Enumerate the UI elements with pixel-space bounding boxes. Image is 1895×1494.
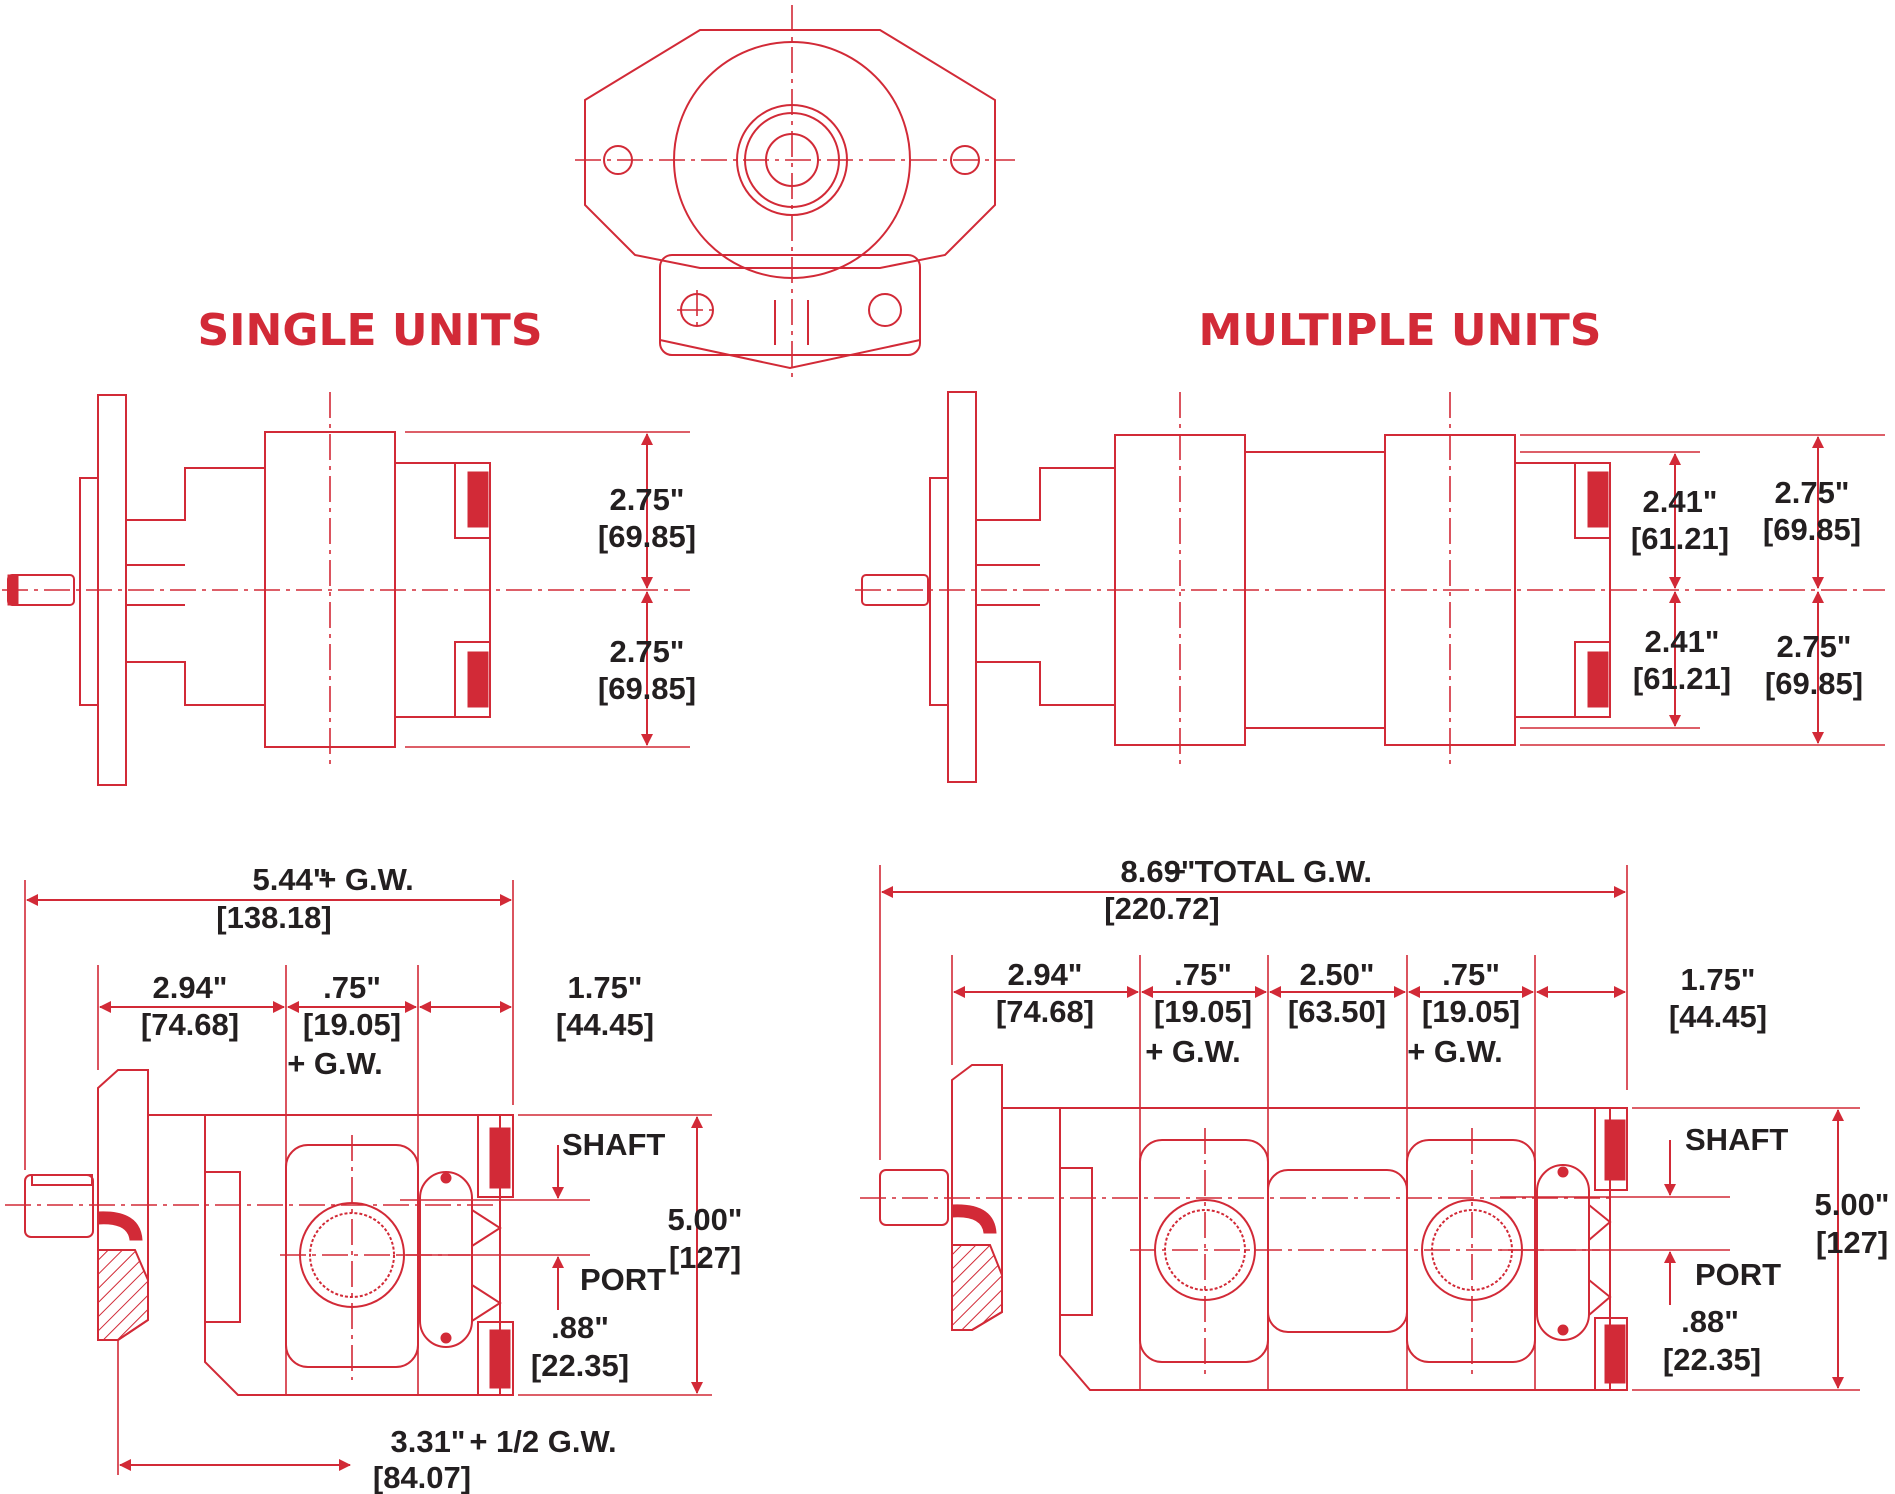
svg-text:[63.50]: [63.50] [1288, 994, 1386, 1029]
single-side-plug-lower [467, 651, 489, 708]
svg-text:[61.21]: [61.21] [1633, 661, 1731, 696]
svg-text:[19.05]: [19.05] [1154, 994, 1252, 1029]
svg-text:5.00": 5.00" [667, 1202, 742, 1237]
multiple-top-flange-section [951, 1244, 1003, 1331]
svg-text:[127]: [127] [669, 1240, 741, 1275]
svg-text:2.41": 2.41" [1642, 484, 1717, 519]
multiple-top-body [1002, 1107, 1611, 1391]
front-view-bolt-hole-lower-right [868, 293, 902, 327]
svg-text:[69.85]: [69.85] [1763, 512, 1861, 547]
svg-text:2.50": 2.50" [1299, 957, 1374, 992]
svg-text:+ G.W.: + G.W. [318, 862, 414, 897]
single-side-view: 2.75" [69.85] 2.75" [69.85] [2, 392, 696, 786]
svg-text:PORT: PORT [580, 1262, 666, 1297]
multiple-side-flange [947, 391, 977, 783]
front-view [575, 5, 1015, 378]
svg-text:1.75": 1.75" [567, 970, 642, 1005]
svg-text:+ 1/2 G.W.: + 1/2 G.W. [469, 1424, 616, 1459]
svg-text:[61.21]: [61.21] [1631, 521, 1729, 556]
single-side-neck [125, 465, 266, 706]
multiple-side-cover [1514, 462, 1611, 718]
svg-text:+ G.W.: + G.W. [1145, 1034, 1241, 1069]
svg-text:2.75": 2.75" [609, 634, 684, 669]
multiple-top-plug-lower [1604, 1324, 1626, 1384]
svg-text:2.75": 2.75" [1774, 475, 1849, 510]
single-top-view: 5.44" + G.W. [138.18] 2.94" [74.68] .75"… [5, 862, 743, 1494]
multiple-side-neck [975, 465, 1116, 706]
front-view-base [659, 254, 921, 356]
svg-text:[22.35]: [22.35] [531, 1348, 629, 1383]
svg-text:+ G.W.: + G.W. [1407, 1034, 1503, 1069]
svg-text:.75": .75" [323, 970, 381, 1005]
svg-text:3.31": 3.31" [390, 1424, 465, 1459]
svg-text:5.44": 5.44" [252, 862, 327, 897]
svg-text:+ G.W.: + G.W. [287, 1046, 383, 1081]
svg-text:[127]: [127] [1816, 1225, 1888, 1260]
svg-text:[44.45]: [44.45] [556, 1007, 654, 1042]
svg-text:.88": .88" [1681, 1304, 1739, 1339]
svg-text:1.75": 1.75" [1680, 962, 1755, 997]
single-top-plug-upper [489, 1127, 511, 1189]
svg-text:[74.68]: [74.68] [996, 994, 1094, 1029]
svg-text:+ TOTAL G.W.: + TOTAL G.W. [1168, 854, 1372, 889]
front-view-flange [584, 29, 996, 269]
front-view-base-bottom [659, 339, 921, 370]
svg-text:2.75": 2.75" [1776, 629, 1851, 664]
svg-text:2.94": 2.94" [152, 970, 227, 1005]
svg-text:SHAFT: SHAFT [562, 1127, 665, 1162]
single-top-port-slot [419, 1171, 473, 1348]
svg-text:PORT: PORT [1695, 1257, 1781, 1292]
multiple-top-plug-upper [1604, 1119, 1626, 1181]
multiple-top-port-block-1 [1139, 1139, 1269, 1363]
multiple-top-port-slot [1536, 1164, 1590, 1341]
svg-text:5.00": 5.00" [1814, 1187, 1889, 1222]
single-top-plug-lower [489, 1329, 511, 1389]
multiple-side-plug-upper [1587, 471, 1609, 528]
svg-text:[220.72]: [220.72] [1104, 891, 1219, 926]
multiple-top-port-block-2 [1406, 1139, 1536, 1363]
multiple-top-view: 8.69" + TOTAL G.W. [220.72] 2.94" [74.68… [860, 854, 1890, 1391]
svg-text:.75": .75" [1442, 957, 1500, 992]
svg-text:[138.18]: [138.18] [216, 900, 331, 935]
single-side-plug-upper [467, 471, 489, 528]
multiple-side-plug-lower [1587, 651, 1609, 708]
svg-text:[69.85]: [69.85] [598, 519, 696, 554]
svg-text:[84.07]: [84.07] [373, 1460, 471, 1494]
svg-text:[74.68]: [74.68] [141, 1007, 239, 1042]
svg-text:.88": .88" [551, 1310, 609, 1345]
svg-text:[19.05]: [19.05] [1422, 994, 1520, 1029]
multiple-side-view: 2.41" [61.21] 2.41" [61.21] 2.75" [69.85… [855, 391, 1885, 783]
svg-text:[69.85]: [69.85] [1765, 666, 1863, 701]
svg-text:8.69": 8.69" [1120, 854, 1195, 889]
svg-text:2.94": 2.94" [1007, 957, 1082, 992]
svg-text:2.41": 2.41" [1644, 624, 1719, 659]
single-units-title: SINGLE UNITS [197, 305, 542, 356]
svg-text:[22.35]: [22.35] [1663, 1342, 1761, 1377]
single-top-flange-section [97, 1249, 149, 1341]
multiple-top-center-section [1267, 1169, 1408, 1333]
svg-text:[69.85]: [69.85] [598, 671, 696, 706]
svg-text:[19.05]: [19.05] [303, 1007, 401, 1042]
multiple-units-title: MULTIPLE UNITS [1199, 305, 1602, 356]
svg-text:SHAFT: SHAFT [1685, 1122, 1788, 1157]
svg-text:.75": .75" [1174, 957, 1232, 992]
svg-text:2.75": 2.75" [609, 482, 684, 517]
svg-text:[44.45]: [44.45] [1669, 999, 1767, 1034]
